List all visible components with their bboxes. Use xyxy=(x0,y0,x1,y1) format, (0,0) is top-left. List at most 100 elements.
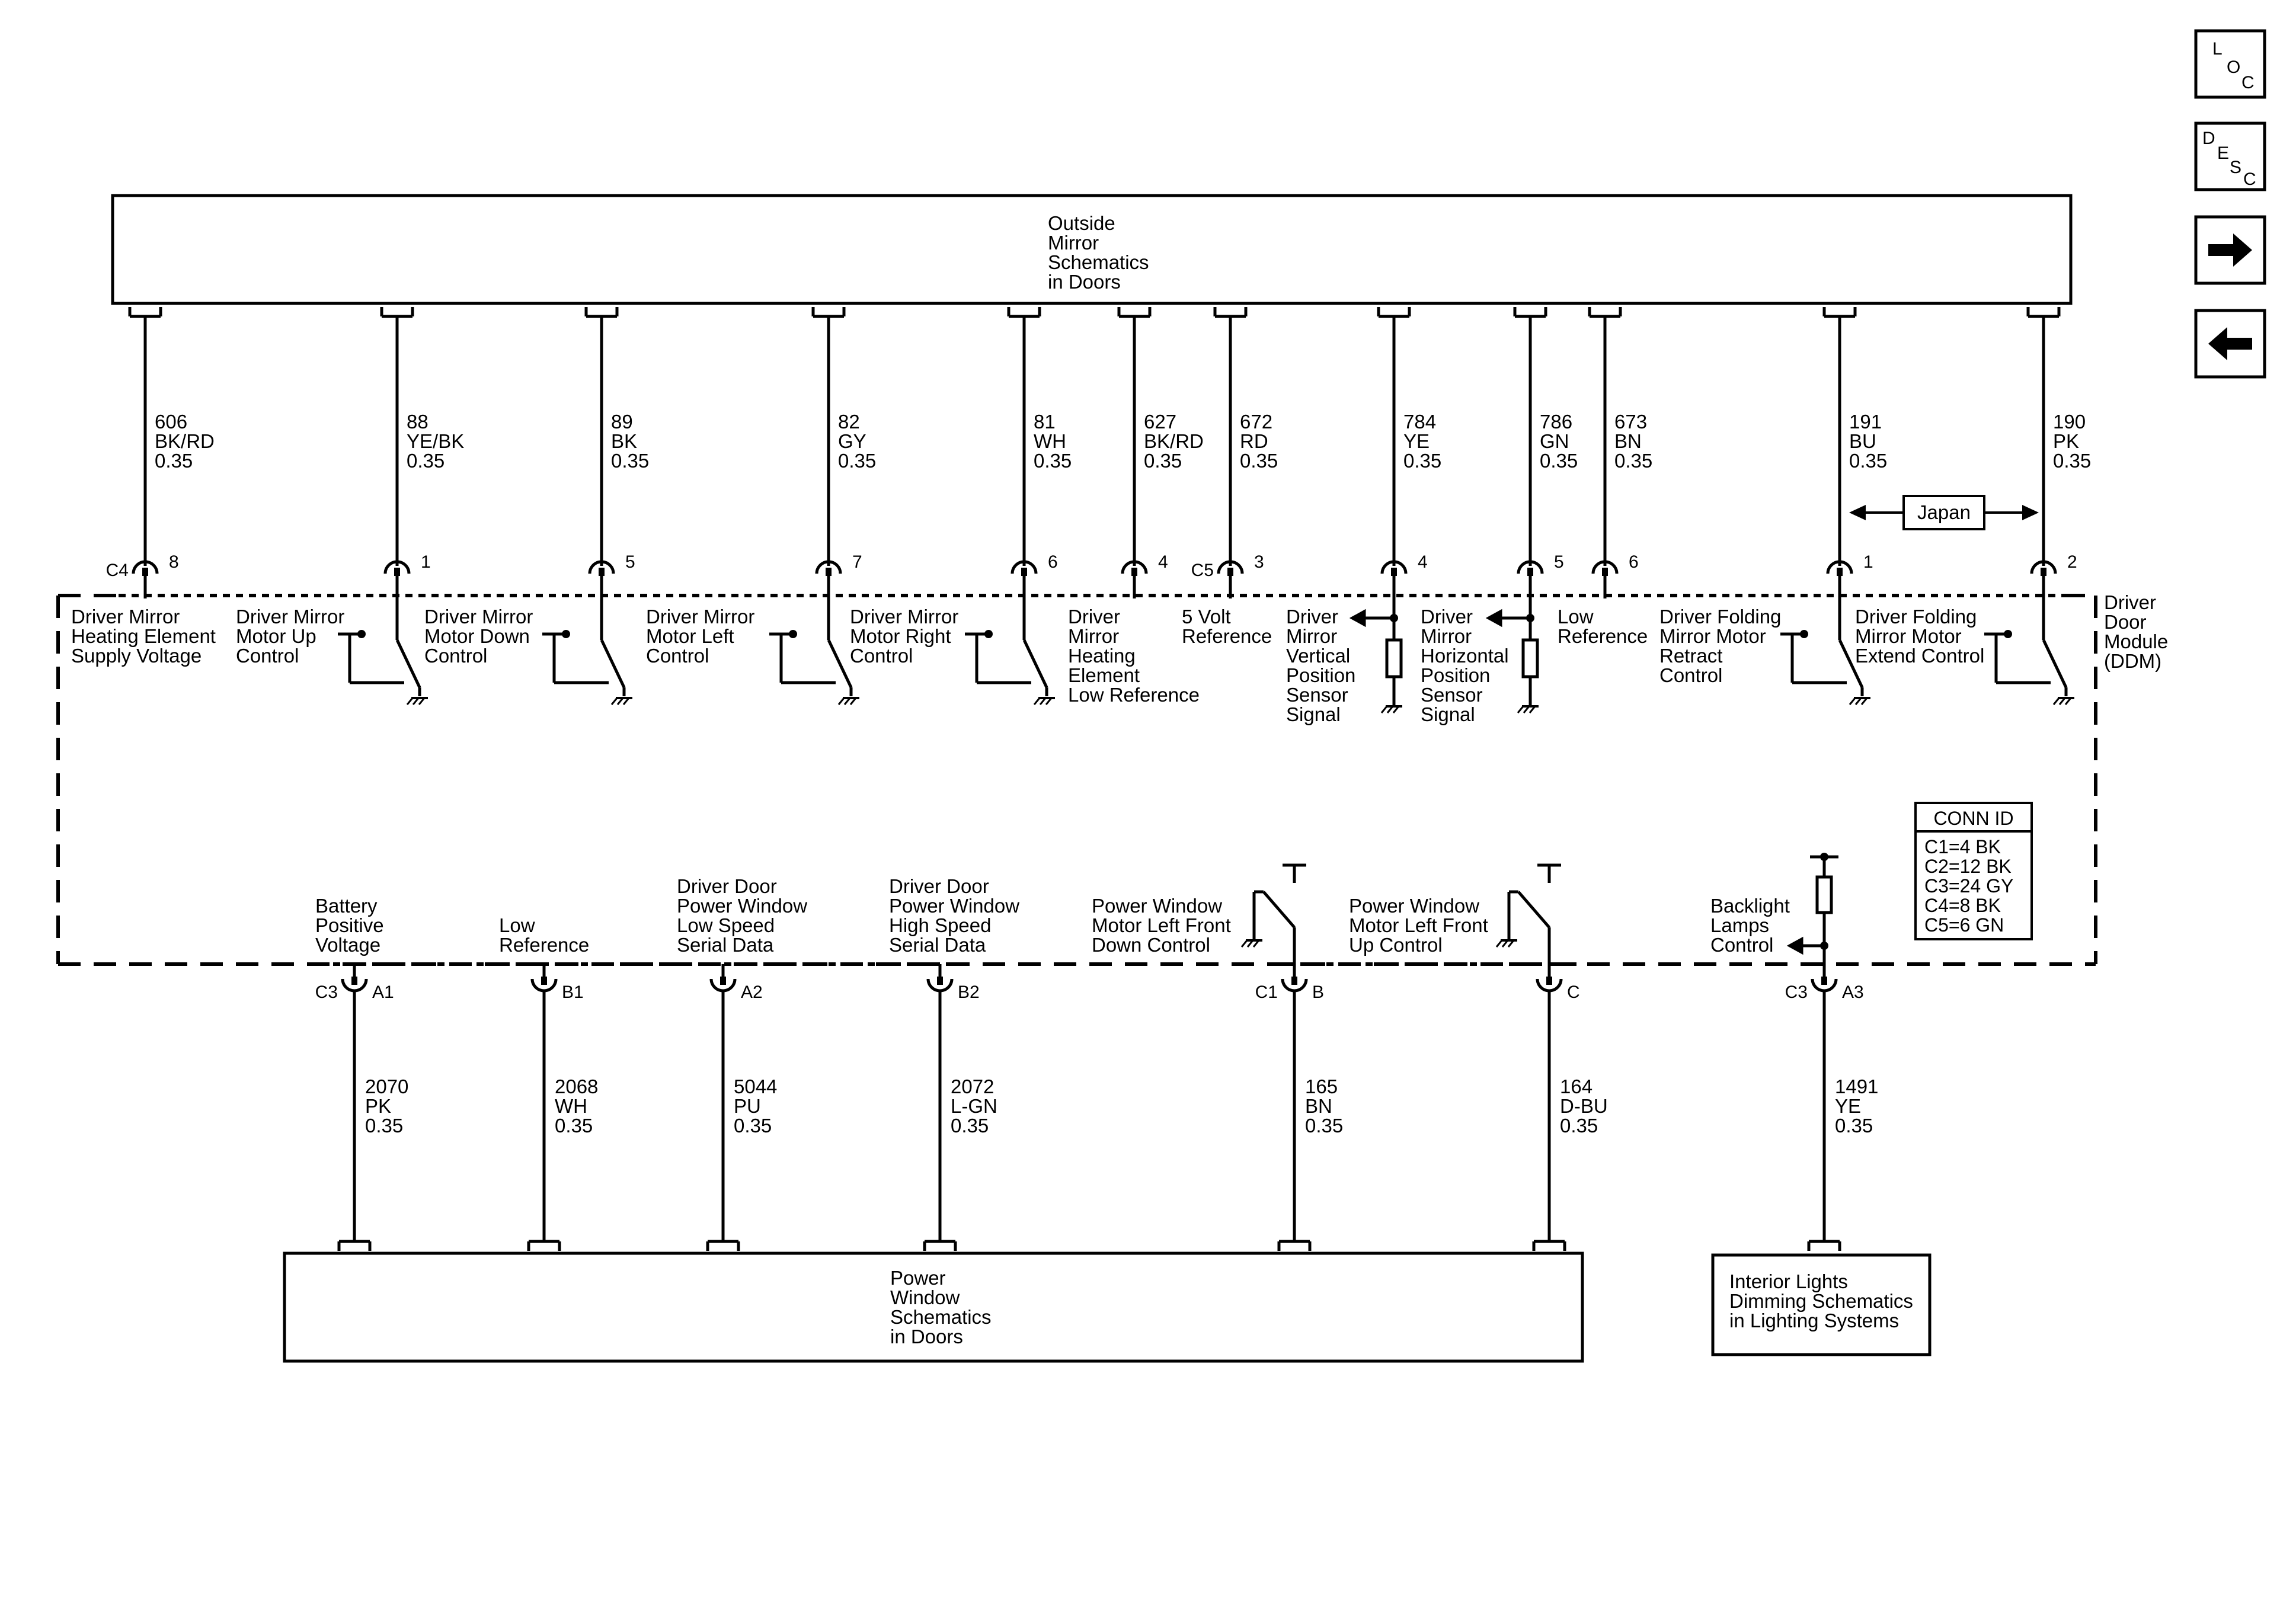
desc-button[interactable]: D E S C xyxy=(2194,121,2266,191)
outside-mirror-schematics-label: Outside Mirror Schematics in Doors xyxy=(1048,212,1149,293)
pin-terminal-icon xyxy=(1217,560,1244,574)
top-circuit-784[interactable]: 784YE0.354DriverMirrorVerticalPositionSe… xyxy=(1286,307,1441,725)
desc-letter-d: D xyxy=(2202,129,2215,148)
pin-terminal-icon xyxy=(588,560,615,574)
ground-hatch xyxy=(616,697,624,705)
pin-terminal-body xyxy=(394,568,400,576)
pin-number: 2 xyxy=(2067,552,2077,572)
ground-hatch xyxy=(1501,940,1509,948)
conn-id-row: C1=4 BK xyxy=(1924,836,2001,857)
wire-line xyxy=(1517,891,1550,929)
back-button[interactable] xyxy=(2194,309,2266,379)
outside-mirror-schematics-box[interactable] xyxy=(111,194,2073,305)
function-label: Motor Left xyxy=(646,625,734,647)
wire-color: WH xyxy=(1034,430,1066,452)
loc-button[interactable]: L O C xyxy=(2194,29,2266,99)
function-label: Driver Door xyxy=(677,875,777,897)
wire-gauge: 0.35 xyxy=(1849,450,1887,472)
wire-color: YE xyxy=(1403,430,1430,452)
harness-connector-icon xyxy=(1532,1240,1566,1251)
resistor-icon xyxy=(1521,638,1539,678)
wire-line xyxy=(1262,891,1296,929)
function-label: Up Control xyxy=(1349,934,1443,956)
pin-number: 4 xyxy=(1418,552,1428,572)
top-circuit-627[interactable]: 627BK/RD0.354DriverMirrorHeatingElementL… xyxy=(1068,307,1204,706)
function-label: Reference xyxy=(1182,625,1272,647)
function-label: Heating xyxy=(1068,645,1136,667)
power-window-schematics-box[interactable] xyxy=(283,1251,1584,1363)
ground-hatch xyxy=(1517,706,1524,713)
pin-terminal-icon xyxy=(1011,560,1038,574)
function-label: Low Reference xyxy=(1068,684,1200,706)
arrow-right-icon xyxy=(2208,233,2252,267)
harness-connector-icon xyxy=(1117,307,1152,318)
wire-gauge: 0.35 xyxy=(1240,450,1278,472)
ground-hatch xyxy=(622,697,630,705)
pin-terminal-body xyxy=(1602,568,1608,576)
wire-circuit-number: 5044 xyxy=(734,1076,777,1097)
pin-number: 1 xyxy=(421,552,431,572)
ground-hatch xyxy=(1495,940,1503,948)
function-label: Power Window xyxy=(1349,895,1479,917)
function-label: Mirror xyxy=(1068,625,1119,647)
function-label: Driver Mirror xyxy=(71,606,180,628)
wire-line xyxy=(2042,639,2068,689)
pin-terminal-body xyxy=(1546,977,1552,985)
harness-connector-icon xyxy=(706,1240,740,1251)
interior-lights-schematics-box[interactable] xyxy=(1711,1253,1932,1356)
pin-number: 7 xyxy=(852,552,862,572)
ground-icon xyxy=(1517,705,1539,713)
harness-connector-icon xyxy=(584,307,619,318)
position-sensor-icon xyxy=(1485,598,1539,713)
pin-terminal-icon xyxy=(132,560,159,574)
function-label: Mirror Motor xyxy=(1855,625,1962,647)
arrow-left-icon xyxy=(2208,327,2252,360)
switch-icon xyxy=(769,598,859,705)
wire-line xyxy=(600,639,626,689)
pin-number: B2 xyxy=(958,982,980,1002)
function-label: Mirror xyxy=(1421,625,1472,647)
connector-name: C1 xyxy=(1255,982,1278,1002)
wire-line xyxy=(827,639,853,689)
pin-terminal-icon xyxy=(1591,560,1619,574)
ground-hatch xyxy=(1528,706,1536,713)
wire-color: YE/BK xyxy=(407,430,464,452)
forward-button[interactable] xyxy=(2194,215,2266,285)
ground-icon xyxy=(1849,697,1870,705)
resistor-icon xyxy=(1815,875,1833,914)
module-line: Driver xyxy=(2104,591,2156,613)
conn-id-row: C5=6 GN xyxy=(1924,914,2004,936)
pin-terminal-body xyxy=(1391,568,1397,576)
function-label: Sensor xyxy=(1421,684,1483,706)
pin-number: 4 xyxy=(1158,552,1168,572)
function-label: Element xyxy=(1068,664,1140,686)
top-circuit-786[interactable]: 786GN0.355DriverMirrorHorizontalPosition… xyxy=(1421,307,1578,725)
wire-circuit-number: 1491 xyxy=(1835,1076,1878,1097)
function-label: 5 Volt xyxy=(1182,606,1231,628)
function-label: Serial Data xyxy=(677,934,774,956)
top-box-line: Outside xyxy=(1048,212,1115,234)
function-label: Mirror Motor xyxy=(1659,625,1766,647)
bottom-box-line: Schematics xyxy=(890,1306,992,1328)
function-label: Power Window xyxy=(889,895,1019,917)
pin-terminal-icon xyxy=(383,560,411,574)
pin-number: 6 xyxy=(1629,552,1639,572)
switch-icon xyxy=(542,598,632,705)
